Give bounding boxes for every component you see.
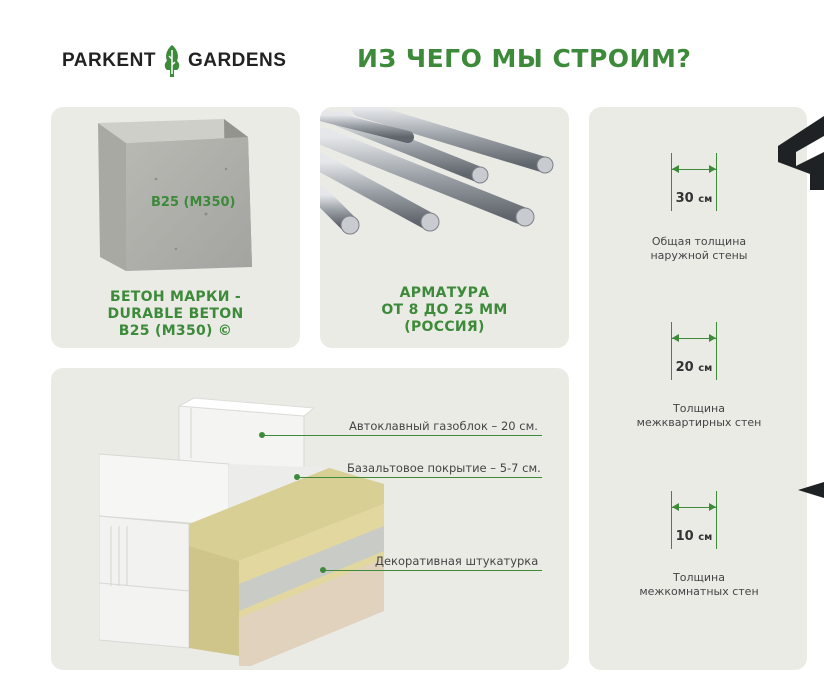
thickness-label: межквартирных стен — [636, 416, 762, 429]
thickness-label: Общая толщина — [651, 235, 747, 248]
thickness-label: Толщина — [673, 571, 725, 584]
wall-thickness-card: 30 см Общая толщина наружной стены 20 см… — [589, 107, 807, 670]
wall-section-sketch — [798, 482, 824, 498]
dimension-marker: 10 см — [659, 491, 729, 551]
thickness-value: 30 см — [675, 191, 713, 206]
wall-layers-illustration — [99, 397, 384, 666]
concrete-caption-line: БЕТОН МАРКИ - — [109, 289, 242, 305]
thickness-label: межкомнатных стен — [639, 585, 759, 598]
concrete-caption-line: DURABLE BETON — [107, 306, 244, 322]
concrete-cube-image — [98, 119, 252, 271]
logo-text-left: PARKENT — [62, 50, 156, 71]
concrete-caption-line: B25 (M350) © — [118, 323, 233, 339]
logo-text-right: GARDENS — [187, 50, 287, 71]
rebar-caption-line: (РОССИЯ) — [404, 319, 485, 335]
cube-grade-label: B25 (M350) — [151, 195, 236, 210]
rebar-image — [320, 107, 554, 235]
thickness-label: Толщина — [673, 402, 725, 415]
wall-layers-card: Автоклавный газоблок – 20 см. Базальтово… — [51, 368, 569, 670]
wall-layer-label: Базальтовое покрытие – 5-7 см. — [347, 461, 541, 475]
thickness-label: наружной стены — [650, 249, 748, 262]
page-title: ИЗ ЧЕГО МЫ СТРОИМ? — [357, 44, 692, 73]
rebar-caption-line: АРМАТУРА — [399, 285, 490, 301]
concrete-card: B25 (M350) БЕТОН МАРКИ - DURABLE BETON B… — [51, 107, 300, 348]
dimension-marker: 20 см — [659, 322, 729, 382]
wall-layer-label: Автоклавный газоблок – 20 см. — [349, 419, 538, 433]
tree-logo-icon — [164, 45, 180, 77]
rebar-card: АРМАТУРА ОТ 8 ДО 25 ММ (РОССИЯ) — [320, 107, 569, 348]
rebar-caption-line: ОТ 8 ДО 25 ММ — [381, 302, 508, 318]
wall-layer-label: Декоративная штукатурка — [375, 554, 539, 568]
brand-logo: PARKENT GARDENS — [62, 44, 286, 78]
thickness-value: 20 см — [675, 360, 713, 375]
dimension-marker: 30 см — [659, 153, 729, 213]
wall-section-sketch — [778, 116, 824, 190]
thickness-value: 10 см — [675, 529, 713, 544]
